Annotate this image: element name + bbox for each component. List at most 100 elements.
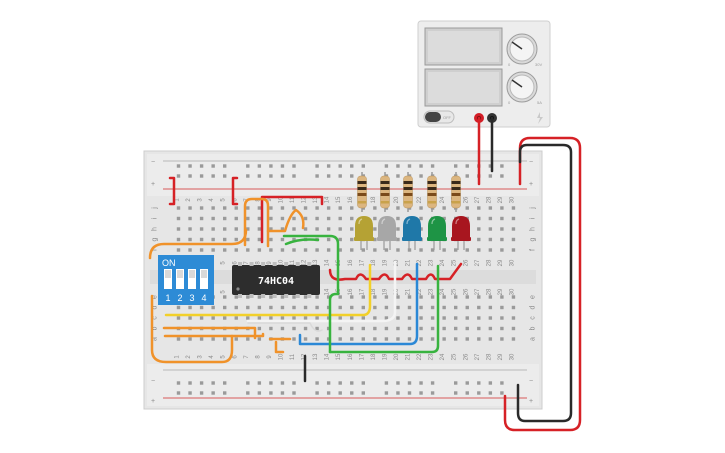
breadboard-hole[interactable]: [442, 316, 446, 320]
rail-hole[interactable]: [338, 391, 342, 395]
breadboard-hole[interactable]: [292, 216, 296, 221]
rail-hole[interactable]: [280, 174, 285, 178]
rail-hole[interactable]: [488, 164, 493, 168]
breadboard-hole[interactable]: [246, 305, 250, 310]
rail-hole[interactable]: [223, 164, 227, 168]
breadboard-hole[interactable]: [211, 237, 215, 242]
breadboard-hole[interactable]: [350, 237, 354, 242]
breadboard-hole[interactable]: [511, 227, 516, 231]
breadboard-hole[interactable]: [269, 237, 273, 242]
breadboard-hole[interactable]: [338, 295, 342, 299]
breadboard-hole[interactable]: [511, 316, 516, 320]
breadboard-hole[interactable]: [292, 337, 296, 341]
breadboard-hole[interactable]: [176, 248, 181, 252]
breadboard-hole[interactable]: [373, 295, 377, 299]
breadboard-hole[interactable]: [373, 227, 377, 231]
breadboard-hole[interactable]: [454, 326, 458, 331]
breadboard-hole[interactable]: [246, 316, 250, 320]
breadboard-hole[interactable]: [199, 248, 204, 252]
led-white[interactable]: [377, 216, 397, 250]
rail-hole[interactable]: [223, 391, 227, 395]
breadboard-hole[interactable]: [384, 316, 389, 320]
rail-hole[interactable]: [315, 174, 319, 178]
rail-hole[interactable]: [199, 381, 204, 385]
rail-hole[interactable]: [211, 164, 215, 168]
breadboard-hole[interactable]: [511, 206, 516, 210]
breadboard-hole[interactable]: [246, 216, 250, 221]
breadboard-hole[interactable]: [373, 316, 377, 320]
breadboard-hole[interactable]: [500, 216, 504, 221]
breadboard-hole[interactable]: [454, 305, 458, 310]
breadboard-hole[interactable]: [396, 216, 400, 221]
rail-hole[interactable]: [246, 174, 250, 178]
rail-hole[interactable]: [419, 391, 423, 395]
breadboard-hole[interactable]: [465, 206, 469, 210]
rail-hole[interactable]: [257, 381, 262, 385]
breadboard-hole[interactable]: [419, 316, 423, 320]
dip-toggle[interactable]: [164, 269, 172, 289]
rail-hole[interactable]: [396, 381, 400, 385]
rail-hole[interactable]: [454, 164, 458, 168]
breadboard-hole[interactable]: [454, 248, 458, 252]
breadboard-hole[interactable]: [338, 316, 342, 320]
breadboard-hole[interactable]: [257, 316, 262, 320]
rail-hole[interactable]: [292, 391, 296, 395]
breadboard-hole[interactable]: [292, 316, 296, 320]
breadboard-hole[interactable]: [246, 337, 250, 341]
breadboard-hole[interactable]: [396, 237, 400, 242]
rail-hole[interactable]: [500, 381, 504, 385]
breadboard-hole[interactable]: [280, 227, 285, 231]
breadboard-hole[interactable]: [384, 326, 389, 331]
breadboard-hole[interactable]: [292, 227, 296, 231]
rail-hole[interactable]: [199, 164, 204, 168]
breadboard-hole[interactable]: [477, 216, 481, 221]
breadboard-hole[interactable]: [176, 305, 181, 310]
breadboard-hole[interactable]: [465, 316, 469, 320]
breadboard-hole[interactable]: [500, 206, 504, 210]
breadboard-hole[interactable]: [477, 248, 481, 252]
rail-hole[interactable]: [326, 164, 331, 168]
breadboard-hole[interactable]: [257, 337, 262, 341]
breadboard-hole[interactable]: [488, 305, 493, 310]
breadboard-hole[interactable]: [477, 295, 481, 299]
rail-hole[interactable]: [419, 381, 423, 385]
breadboard-hole[interactable]: [234, 227, 238, 231]
breadboard-hole[interactable]: [396, 326, 400, 331]
breadboard-hole[interactable]: [269, 216, 273, 221]
breadboard-hole[interactable]: [419, 206, 423, 210]
resistor[interactable]: [357, 172, 367, 212]
rail-hole[interactable]: [488, 174, 493, 178]
breadboard-hole[interactable]: [176, 206, 181, 210]
rail-hole[interactable]: [384, 164, 389, 168]
breadboard-hole[interactable]: [338, 337, 342, 341]
rail-hole[interactable]: [326, 381, 331, 385]
breadboard-hole[interactable]: [176, 216, 181, 221]
dip-toggle[interactable]: [200, 269, 208, 289]
resistor[interactable]: [403, 172, 413, 212]
breadboard-hole[interactable]: [326, 326, 331, 331]
breadboard-hole[interactable]: [361, 316, 365, 320]
breadboard-hole[interactable]: [477, 227, 481, 231]
breadboard-hole[interactable]: [430, 295, 435, 299]
rail-hole[interactable]: [488, 381, 493, 385]
breadboard-hole[interactable]: [257, 237, 262, 242]
rail-hole[interactable]: [465, 391, 469, 395]
breadboard-hole[interactable]: [407, 316, 412, 320]
breadboard-hole[interactable]: [350, 337, 354, 341]
breadboard-hole[interactable]: [176, 227, 181, 231]
rail-hole[interactable]: [396, 164, 400, 168]
breadboard-hole[interactable]: [384, 295, 389, 299]
rail-hole[interactable]: [315, 391, 319, 395]
rail-hole[interactable]: [338, 164, 342, 168]
rail-hole[interactable]: [384, 381, 389, 385]
breadboard-hole[interactable]: [500, 237, 504, 242]
rail-hole[interactable]: [338, 174, 342, 178]
breadboard-hole[interactable]: [373, 305, 377, 310]
breadboard-hole[interactable]: [303, 248, 308, 252]
breadboard-hole[interactable]: [246, 295, 250, 299]
breadboard-hole[interactable]: [373, 237, 377, 242]
breadboard-hole[interactable]: [188, 216, 192, 221]
breadboard-hole[interactable]: [234, 237, 238, 242]
rail-hole[interactable]: [176, 164, 181, 168]
